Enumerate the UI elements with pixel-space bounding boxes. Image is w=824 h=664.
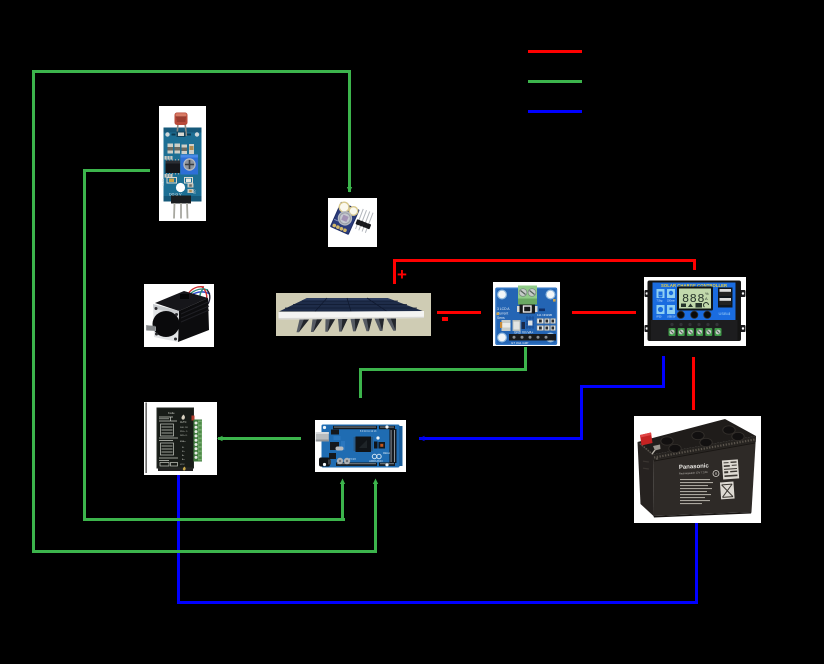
svg-text:DO: DO [193, 188, 197, 193]
svg-text:A-: A- [182, 454, 184, 457]
svg-text:GT 3G1 G3P: GT 3G1 G3P [511, 341, 528, 345]
svg-text:DIR+ D: DIR+ D [180, 435, 188, 437]
svg-text:MEGA: MEGA [383, 452, 390, 455]
svg-text:GL55: GL55 [161, 178, 165, 186]
svg-text:A: A [705, 295, 708, 300]
svg-text:ARDUINO: ARDUINO [369, 459, 383, 463]
svg-text:GND Vin VA+: GND Vin VA+ [514, 331, 533, 335]
svg-text:SOLAR CHARGE CONTROLLER: SOLAR CHARGE CONTROLLER [661, 283, 727, 288]
svg-text:PUL+ 5: PUL+ 5 [180, 431, 188, 433]
svg-text:Current: Current [497, 312, 508, 316]
svg-text:IP30: IP30 [657, 315, 663, 318]
svg-text:TX RX: TX RX [349, 458, 356, 461]
svg-text:USB⇉: USB⇉ [719, 310, 731, 315]
svg-text:3 LCD A: 3 LCD A [497, 307, 510, 311]
svg-text:7.5kg: 7.5kg [657, 299, 663, 302]
svg-text:5W+ 5V: 5W+ 5V [180, 427, 188, 429]
svg-text:DO G V: DO G V [169, 192, 182, 196]
svg-text:8 9 10 11 12 13: 8 9 10 11 12 13 [360, 430, 377, 433]
svg-text:USB 5V: USB 5V [667, 315, 676, 318]
svg-text:B+: B+ [182, 451, 185, 453]
svg-text:888: 888 [682, 291, 705, 305]
svg-text:Panasonic: Panasonic [678, 463, 709, 471]
svg-text:B-: B- [182, 447, 184, 449]
svg-text:Sens: Sens [497, 316, 505, 320]
svg-text:VCC: VCC [180, 464, 185, 466]
svg-text:150mm: 150mm [667, 299, 675, 302]
svg-text:Kxdte: Kxdte [168, 411, 175, 415]
svg-text:AUTC: AUTC [180, 421, 187, 424]
svg-text:A+: A+ [182, 458, 185, 461]
svg-text:R: R [714, 472, 717, 476]
svg-text:%: % [705, 291, 709, 296]
svg-text:Rechargeable 12V 7.2Ah: Rechargeable 12V 7.2Ah [678, 470, 708, 476]
svg-text:111 NN29B: 111 NN29B [537, 313, 552, 317]
svg-text:ENA+: ENA+ [180, 440, 186, 443]
